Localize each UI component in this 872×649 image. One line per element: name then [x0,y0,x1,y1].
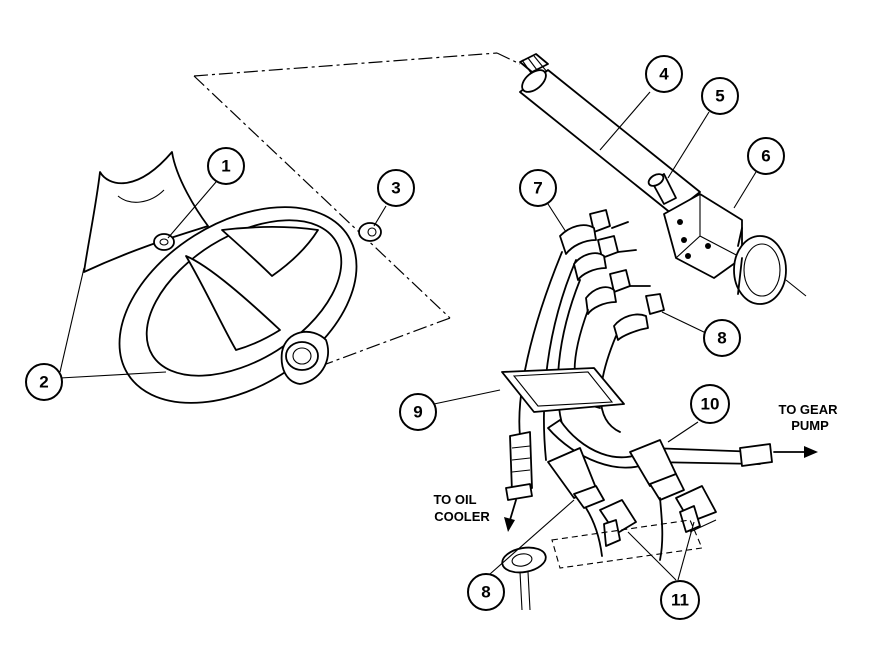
svg-text:2: 2 [39,373,48,392]
hydraulic-hoses [505,209,773,561]
callout-1: 1 [207,147,245,185]
svg-text:10: 10 [701,395,720,414]
svg-text:3: 3 [391,179,400,198]
callout-7: 7 [519,169,557,207]
svg-text:8: 8 [717,329,726,348]
to-gear-pump-label-1: TO GEAR [779,402,839,417]
helm-pump [663,193,807,305]
svg-text:7: 7 [533,179,542,198]
callout-2: 2 [25,363,63,401]
mounting-nut [153,233,175,251]
elbow-fittings [599,485,717,547]
mounting-bolt [647,173,677,205]
callout-9: 9 [399,393,437,431]
svg-text:1: 1 [221,157,230,176]
callout-8-upper: 8 [703,319,741,357]
leader-lines [59,91,757,581]
svg-text:11: 11 [671,591,689,610]
svg-text:5: 5 [715,87,724,106]
alignment-plane [193,52,521,368]
svg-text:4: 4 [659,65,669,84]
callout-8-lower: 8 [467,573,505,611]
callout-6: 6 [747,137,785,175]
svg-text:8: 8 [481,583,490,602]
to-oil-cooler-label-1: TO OIL [433,492,476,507]
hub-washer [358,222,382,242]
steering-wheel [118,206,358,404]
callout-5: 5 [701,77,739,115]
dashboard-panel [83,151,209,273]
oil-cooler-arrow-icon [504,517,515,532]
svg-text:6: 6 [761,147,770,166]
callout-11: 11 [660,580,700,620]
callout-3: 3 [377,169,415,207]
bulkhead-gasket [501,367,625,413]
to-oil-cooler-label-2: COOLER [434,509,490,524]
callout-4: 4 [645,55,683,93]
svg-text:9: 9 [413,403,422,422]
callout-10: 10 [690,384,730,424]
gear-pump-arrow-icon [804,446,818,458]
to-gear-pump-label-2: PUMP [791,418,829,433]
flow-arrows [504,446,818,532]
